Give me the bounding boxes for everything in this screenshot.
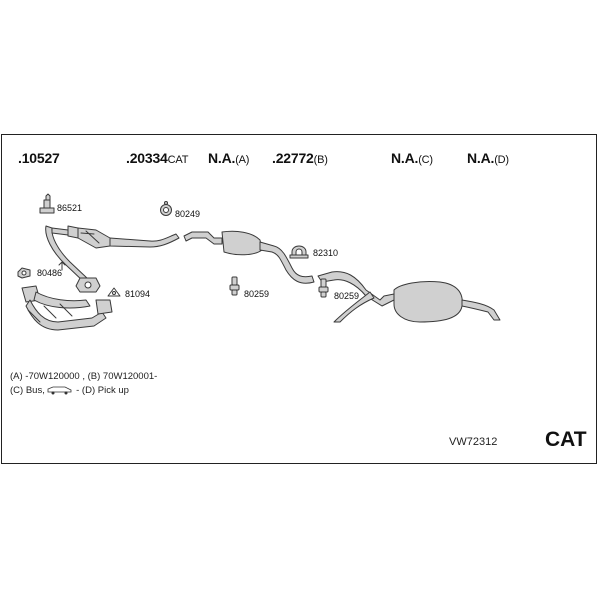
pipe-clamp-icon[interactable] xyxy=(289,245,309,259)
part-label-82310[interactable]: 82310 xyxy=(313,248,339,258)
rubber-hanger-icon[interactable] xyxy=(318,278,329,298)
variant-note-line-1: (A) -70W120000 , (B) 70W120001- xyxy=(10,371,158,382)
part-label-80249[interactable]: 80249 xyxy=(175,209,201,219)
rubber-hanger-icon[interactable] xyxy=(229,276,240,296)
van-icon xyxy=(48,387,72,395)
header-part-20334[interactable]: .20334CAT xyxy=(126,150,189,166)
diagram-frame xyxy=(1,134,597,464)
part-label-80259-b[interactable]: 80259 xyxy=(334,291,360,301)
header-part-na-d[interactable]: N.A.(D) xyxy=(467,150,509,166)
header-part-na-a[interactable]: N.A.(A) xyxy=(208,150,250,166)
header-part-na-c[interactable]: N.A.(C) xyxy=(391,150,433,166)
middle-silencer[interactable] xyxy=(183,230,315,284)
arrow-icon xyxy=(58,261,66,271)
front-pipe-catalytic-converter[interactable] xyxy=(45,225,180,283)
part-label-86521[interactable]: 86521 xyxy=(57,203,83,213)
variant-note-line-2: (C) Bus, - (D) Pick up xyxy=(10,385,129,396)
front-exhaust-pipe[interactable] xyxy=(21,285,113,331)
rear-silencer[interactable] xyxy=(317,271,501,323)
nut-icon[interactable] xyxy=(107,287,121,297)
header-part-22772[interactable]: .22772(B) xyxy=(272,150,328,166)
header-part-10527[interactable]: .10527 xyxy=(18,150,60,166)
diagram-code: VW72312 xyxy=(449,436,498,448)
part-label-80486[interactable]: 80486 xyxy=(37,268,63,278)
part-label-80259-a[interactable]: 80259 xyxy=(244,289,270,299)
gasket-ring-icon[interactable] xyxy=(160,201,172,216)
part-label-81094[interactable]: 81094 xyxy=(125,289,151,299)
cat-badge: CAT xyxy=(545,428,587,451)
flange-icon xyxy=(75,277,101,293)
bolt-icon[interactable] xyxy=(39,193,55,214)
gasket-icon[interactable] xyxy=(17,267,31,279)
